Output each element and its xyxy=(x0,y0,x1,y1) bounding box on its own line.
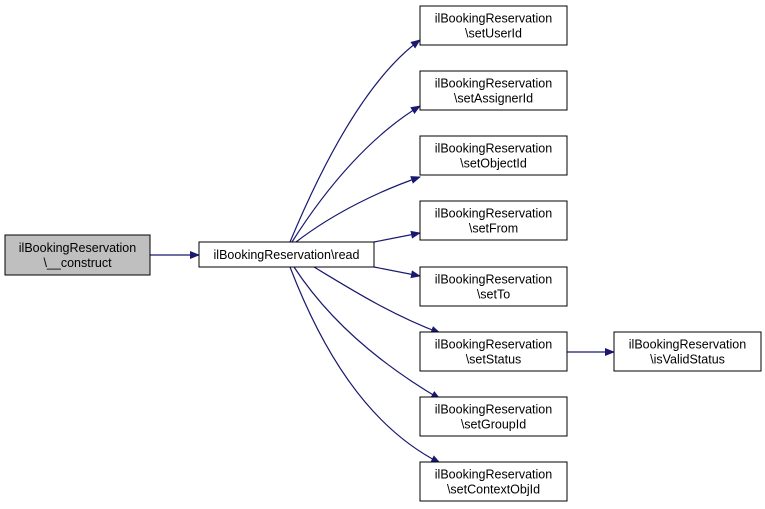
edge-read-to-setFrom xyxy=(373,230,421,243)
node-label-line: \setContextObjId xyxy=(447,483,540,497)
node-box[interactable] xyxy=(419,135,568,176)
node-setGroupId[interactable]: ilBookingReservation\setGroupId xyxy=(419,396,568,437)
node-box[interactable] xyxy=(419,331,568,372)
node-setTo[interactable]: ilBookingReservation\setTo xyxy=(419,266,568,307)
node-label-line: \__construct xyxy=(43,256,112,270)
edge-read-to-setStatus xyxy=(313,266,441,334)
edge-read-to-setTo xyxy=(373,266,421,279)
node-setContextObjId[interactable]: ilBookingReservation\setContextObjId xyxy=(419,461,568,502)
node-label-line: ilBookingReservation xyxy=(19,241,136,255)
node-box[interactable] xyxy=(419,266,568,307)
node-label-line: \setGroupId xyxy=(461,418,526,432)
node-setObjectId[interactable]: ilBookingReservation\setObjectId xyxy=(419,135,568,176)
node-label-line: \setObjectId xyxy=(460,157,527,171)
node-setUserId[interactable]: ilBookingReservation\setUserId xyxy=(419,5,568,46)
node-box[interactable] xyxy=(198,241,375,268)
node-label-line: ilBookingReservation xyxy=(435,207,552,221)
edge-read-to-setGroupId xyxy=(293,266,441,400)
node-read[interactable]: ilBookingReservation\read xyxy=(198,241,375,268)
node-isValidStatus[interactable]: ilBookingReservation\isValidStatus xyxy=(613,331,762,372)
edge-read-to-setObjectId xyxy=(295,176,421,243)
node-box[interactable] xyxy=(419,461,568,502)
node-label-line: ilBookingReservation xyxy=(435,468,552,482)
edge-arrow xyxy=(373,266,421,279)
node-setFrom[interactable]: ilBookingReservation\setFrom xyxy=(419,200,568,241)
node-construct[interactable]: ilBookingReservation\__construct xyxy=(4,234,151,276)
node-box[interactable] xyxy=(419,396,568,437)
nodes-layer: ilBookingReservation\__constructilBookin… xyxy=(4,5,762,502)
node-label-line: \setTo xyxy=(477,288,510,302)
edges-layer xyxy=(150,39,615,464)
node-label-line: \setStatus xyxy=(466,353,522,367)
node-label-line: \setUserId xyxy=(465,27,522,41)
edge-arrow xyxy=(293,266,441,400)
node-label-line: \isValidStatus xyxy=(650,353,725,367)
node-box[interactable] xyxy=(419,5,568,46)
node-label-line: ilBookingReservation xyxy=(435,77,552,91)
node-label-line: ilBookingReservation xyxy=(629,338,746,352)
node-box[interactable] xyxy=(419,200,568,241)
edge-read-to-setAssignerId xyxy=(291,105,421,243)
edge-arrow xyxy=(373,230,421,243)
node-label-line: ilBookingReservation xyxy=(435,338,552,352)
edge-arrow xyxy=(289,39,421,243)
node-box[interactable] xyxy=(4,234,151,276)
node-label-line: \setFrom xyxy=(469,222,518,236)
edge-read-to-setUserId xyxy=(289,39,421,243)
node-setStatus[interactable]: ilBookingReservation\setStatus xyxy=(419,331,568,372)
node-box[interactable] xyxy=(419,70,568,111)
node-setAssignerId[interactable]: ilBookingReservation\setAssignerId xyxy=(419,70,568,111)
node-label-line: ilBookingReservation\read xyxy=(214,248,360,262)
edge-arrow xyxy=(313,266,441,334)
edge-arrow xyxy=(291,105,421,243)
edge-read-to-setContextObjId xyxy=(289,266,441,464)
edge-arrow xyxy=(289,266,441,464)
edge-arrow xyxy=(295,176,421,243)
node-box[interactable] xyxy=(613,331,762,372)
node-label-line: ilBookingReservation xyxy=(435,142,552,156)
node-label-line: ilBookingReservation xyxy=(435,403,552,417)
node-label-line: ilBookingReservation xyxy=(435,12,552,26)
node-label-line: ilBookingReservation xyxy=(435,273,552,287)
node-label-line: \setAssignerId xyxy=(454,92,533,106)
